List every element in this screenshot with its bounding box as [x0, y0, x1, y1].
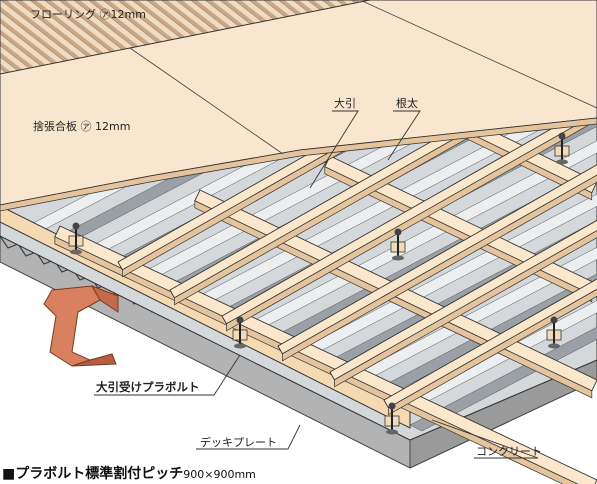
flooring-boards [0, 0, 371, 75]
concrete-label: コンクリート [476, 445, 542, 458]
steel-beam [43, 285, 119, 367]
obiki-label: 大引 [334, 97, 356, 110]
leader-concrete [431, 419, 539, 459]
caption: ■プラボルト標準割付ピッチ900×900mm [2, 467, 256, 481]
plywood-edge [0, 117, 597, 212]
neda-joist [277, 164, 597, 355]
bolt-label: 大引受けプラボルト [96, 380, 200, 394]
bolt [384, 402, 400, 435]
neda-joist-side [334, 230, 597, 388]
neda-label: 根太 [396, 97, 418, 110]
plywood-label: 捨張合板 ㋐ 12mm [33, 120, 131, 133]
leader-deck [196, 424, 301, 450]
plastic-bolt-supports [68, 132, 570, 435]
deck-rib [409, 326, 597, 432]
leader-bolt [94, 354, 241, 396]
bolt [232, 316, 248, 349]
caption-dims: 900×900 [183, 468, 235, 481]
plywood-seam [129, 47, 284, 155]
neda-joist-side [388, 288, 597, 416]
caption-title: ■プラボルト標準割付ピッチ [2, 466, 184, 482]
neda-joist [329, 219, 597, 381]
bolt [390, 228, 406, 261]
neda-joist-side [226, 112, 597, 332]
bolt [554, 132, 570, 165]
plywood-seam [359, 0, 597, 109]
leader-neda [387, 110, 421, 161]
neda-joist-side [282, 174, 597, 362]
neda-joist [383, 278, 597, 409]
flooring-label: フローリング ㋐12mm [30, 8, 146, 21]
caption-unit: mm [234, 468, 256, 481]
leader-obiki [309, 110, 359, 189]
neda-joist [221, 102, 597, 325]
deck-label: デッキプレート [200, 436, 277, 449]
bolt [546, 316, 562, 349]
bolt [68, 222, 84, 255]
